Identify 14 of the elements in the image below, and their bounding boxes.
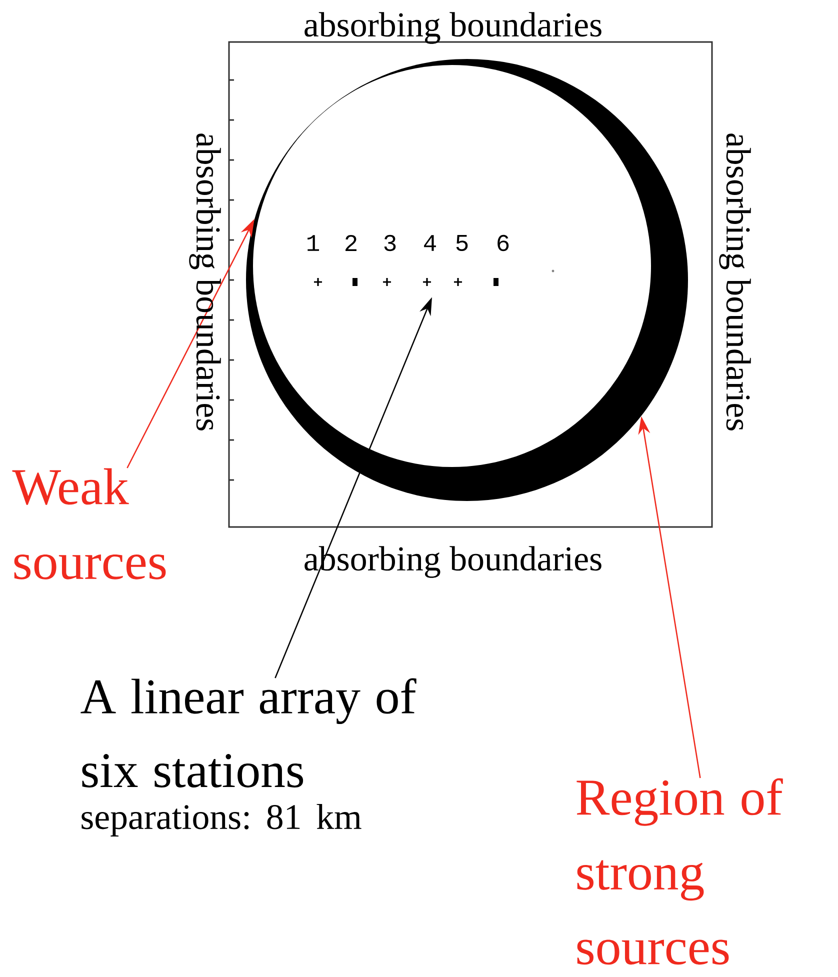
station-markers [313, 277, 498, 287]
boundary-label: absorbing boundaries [189, 134, 221, 430]
boundary-label: absorbing boundaries [304, 12, 602, 44]
boundary-label: absorbing boundaries [719, 134, 751, 430]
station-number: 2 [346, 235, 356, 251]
station-number: 6 [498, 234, 509, 252]
station-number: 5 [456, 235, 468, 251]
ring-drawing [246, 59, 688, 501]
station-number: 4 [424, 235, 436, 251]
callout-text: Weak sources [12, 468, 166, 580]
callout-text: Region of strong sources [576, 778, 783, 965]
station-number: 3 [384, 234, 396, 252]
callout-text: A linear array of six stations separations: 81 km [80, 678, 416, 836]
station-number: 1 [308, 235, 319, 251]
